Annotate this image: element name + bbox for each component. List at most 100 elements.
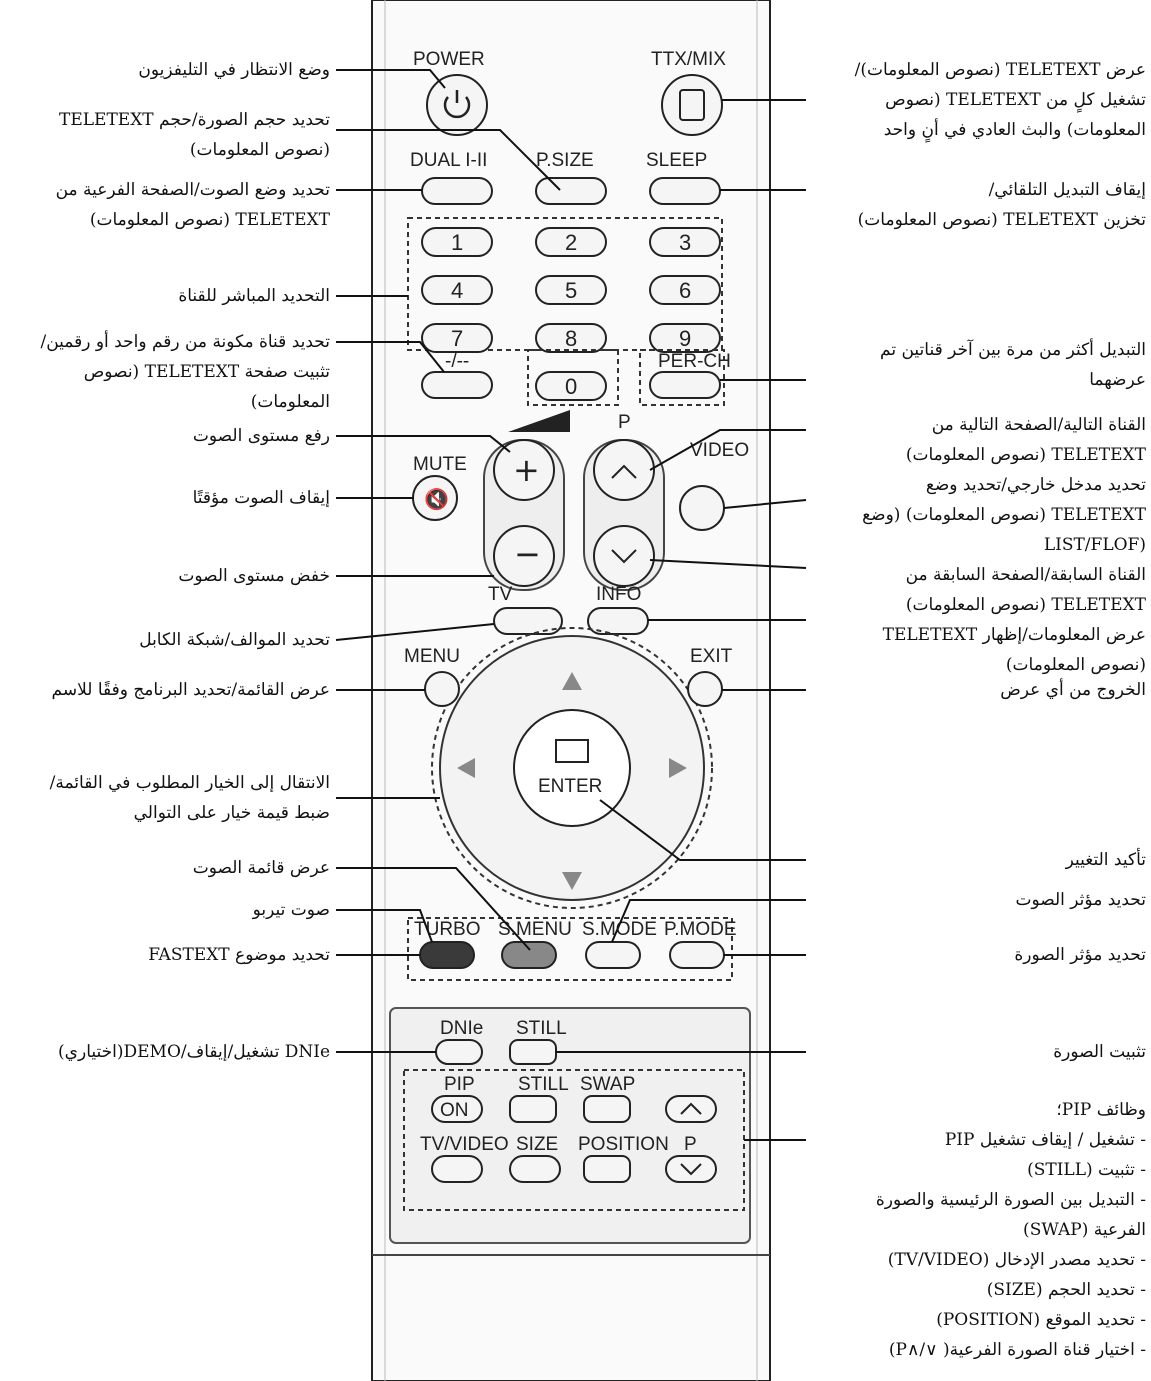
smenu-label: S.MENU [498, 919, 572, 940]
exit-label: EXIT [690, 646, 733, 667]
mute-label: MUTE [413, 454, 467, 475]
video-button[interactable] [679, 485, 725, 531]
smode-button[interactable] [585, 941, 641, 969]
tv-label: TV [488, 584, 513, 605]
label-sleep: إيقاف التبديل التلقائي/ تخزين TELETEXT (… [857, 180, 1146, 230]
dpad-down-icon [562, 872, 582, 890]
pmode-label: P.MODE [664, 919, 737, 940]
digit-label: 8 [565, 326, 577, 351]
label-smode: تحديد مؤثر الصوت [1015, 890, 1146, 910]
mute-icon: 🔇 [424, 487, 449, 511]
power-button[interactable] [426, 74, 488, 136]
label-video: تحديد مدخل خارجي/تحديد وضع TELETEXT (نصو… [862, 475, 1146, 555]
turbo-button[interactable] [419, 941, 475, 969]
label-dnie: DNIe تشغيل/إيقاف/DEMO(اختياري) [58, 1042, 330, 1062]
digit-button-1[interactable] [421, 227, 493, 257]
digit-button-6[interactable] [649, 275, 721, 305]
chevron-down-icon [611, 549, 637, 564]
label-enter: تأكيد التغيير [1065, 850, 1146, 870]
digit-button-9[interactable] [649, 323, 721, 353]
size-label: SIZE [516, 1134, 558, 1155]
minus-icon: − [514, 535, 541, 573]
swap-button[interactable] [583, 1095, 631, 1123]
label-vol-down: خفض مستوى الصوت [178, 566, 330, 586]
tvvideo-button[interactable] [431, 1155, 483, 1183]
label-vol-up: رفع مستوى الصوت [192, 426, 330, 446]
label-info: عرض المعلومات/إظهار TELETEXT (نصوص المعل… [882, 625, 1146, 675]
digit-label: 3 [679, 230, 691, 255]
dash-button[interactable] [421, 371, 493, 399]
smenu-button[interactable] [501, 941, 557, 969]
sleep-button[interactable] [649, 177, 721, 205]
pip-ch-up-button[interactable] [665, 1095, 717, 1123]
perch-button[interactable] [649, 371, 721, 399]
label-tv: تحديد الموالف/شبكة الكابل [139, 630, 330, 650]
digit-button-4[interactable] [421, 275, 493, 305]
menu-label: MENU [404, 646, 460, 667]
label-dash: تحديد قناة مكونة من رقم واحد أو رقمين/ ت… [40, 332, 330, 412]
digit-button-7[interactable] [421, 323, 493, 353]
dnie-button[interactable] [435, 1039, 483, 1065]
pmode-button[interactable] [669, 941, 725, 969]
dpad-right-icon [669, 758, 687, 778]
dual-button[interactable] [421, 177, 493, 205]
exit-button[interactable] [687, 671, 723, 707]
pip-still-button[interactable] [509, 1095, 557, 1123]
digit-button-8[interactable] [535, 323, 607, 353]
digit-button-5[interactable] [535, 275, 607, 305]
label-pmode: تحديد مؤثر الصورة [1014, 945, 1146, 965]
label-fastext: تحديد موضوع FASTEXT [148, 945, 330, 965]
enter-button[interactable] [513, 709, 631, 827]
label-ttx-mix: عرض TELETEXT (نصوص المعلومات)/ تشغيل كلٍ… [854, 60, 1146, 140]
power-label: POWER [413, 49, 485, 70]
plus-icon: + [513, 451, 540, 489]
power-icon [443, 90, 471, 119]
label-smenu: عرض قائمة الصوت [192, 858, 330, 878]
size-button[interactable] [509, 1155, 561, 1183]
channel-down-button[interactable] [593, 525, 655, 587]
dnie-label: DNIe [440, 1018, 483, 1039]
pip-p-label: P [684, 1134, 697, 1155]
p-label: P [618, 412, 631, 433]
digit-button-3[interactable] [649, 227, 721, 257]
perch-label: PER-CH [658, 351, 731, 372]
psize-label: P.SIZE [536, 150, 594, 171]
pip-chevron-down-icon [680, 1163, 702, 1176]
label-perch: التبديل أكثر من مرة بين آخر قناتين تم عر… [880, 340, 1146, 390]
digit-label: 5 [565, 278, 577, 303]
pip-ch-down-button[interactable] [665, 1155, 717, 1183]
digit-label: 4 [451, 278, 463, 303]
position-button[interactable] [583, 1155, 631, 1183]
position-label: POSITION [578, 1134, 669, 1155]
label-turbo: صوت تيربو [252, 900, 330, 920]
label-dpad: الانتقال إلى الخيار المطلوب في القائمة/ … [49, 773, 330, 823]
label-ch-down: القناة السابقة/الصفحة السابقة من TELETEX… [905, 565, 1146, 615]
digit-label: 6 [679, 278, 691, 303]
digit-label: 1 [451, 230, 463, 255]
channel-up-button[interactable] [593, 439, 655, 501]
ttx-mix-button[interactable] [661, 74, 723, 136]
psize-button[interactable] [535, 177, 607, 205]
volume-up-button[interactable] [493, 439, 555, 501]
swap-label: SWAP [580, 1074, 635, 1095]
pip-chevron-up-icon [680, 1102, 702, 1115]
enter-icon [555, 739, 589, 763]
volume-wedge-icon [508, 410, 570, 432]
menu-button[interactable] [424, 671, 460, 707]
info-label: INFO [596, 584, 641, 605]
digit-button-0[interactable] [535, 371, 607, 401]
tvvideo-label: TV/VIDEO [420, 1134, 509, 1155]
label-power: وضع الانتظار في التليفزيون [138, 60, 330, 80]
digit-button-2[interactable] [535, 227, 607, 257]
label-dual: تحديد وضع الصوت/الصفحة الفرعية من TELETE… [55, 180, 330, 230]
turbo-label: TURBO [414, 919, 481, 940]
volume-down-button[interactable] [493, 525, 555, 587]
digit-label: 0 [565, 374, 577, 399]
chevron-up-icon [611, 464, 637, 479]
tv-button[interactable] [493, 607, 563, 635]
pip-on-button[interactable] [431, 1095, 483, 1123]
smode-label: S.MODE [582, 919, 657, 940]
still-button[interactable] [509, 1039, 557, 1065]
dpad-up-icon [562, 672, 582, 690]
